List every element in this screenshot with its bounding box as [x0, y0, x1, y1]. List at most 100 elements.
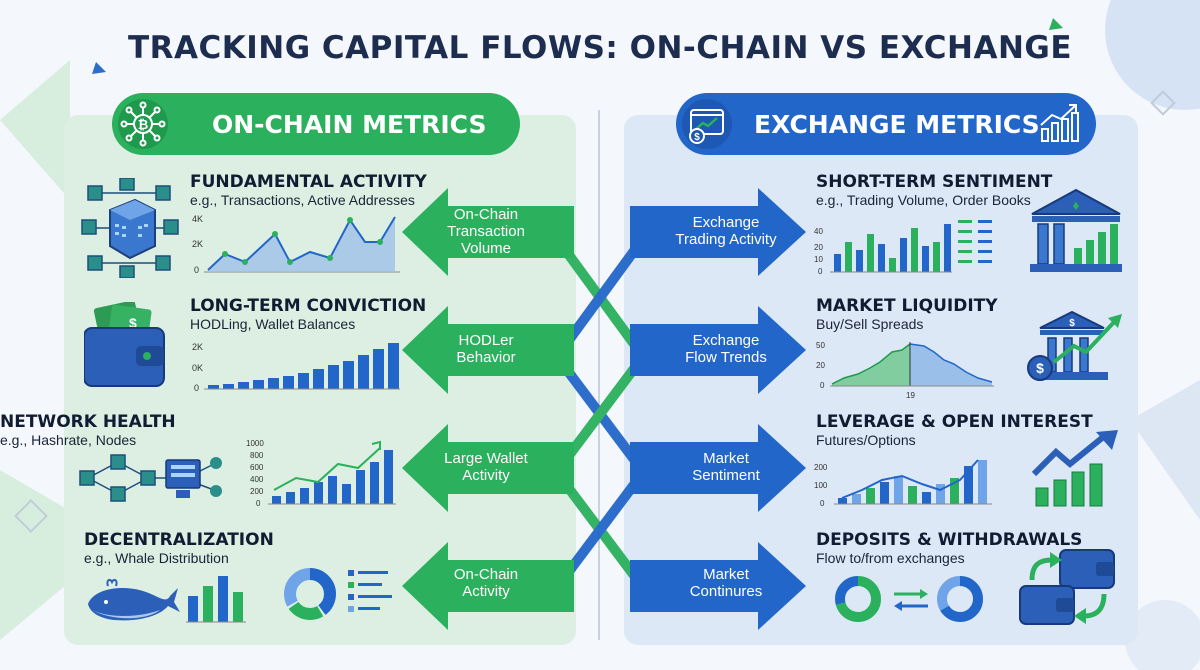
chart-bar: [933, 242, 940, 272]
wallet-cash-icon: $: [84, 302, 165, 387]
svg-text:$: $: [694, 132, 700, 143]
arrow-label-line: Market: [703, 450, 749, 467]
chart-bar: [964, 466, 973, 504]
axis-tick-1000: 1000: [246, 439, 264, 448]
chart-bar: [356, 470, 365, 504]
chart-bar: [286, 492, 295, 504]
arrow-label-transaction-volume: On-Chain Transaction Volume: [436, 206, 536, 257]
network-health-bar-chart: 1000 800 600 400 200 0: [246, 439, 396, 508]
chart-bar: [298, 373, 309, 389]
server-network-icon: [79, 454, 222, 502]
arrow-label-line: Large Wallet: [444, 450, 528, 467]
chart-bar: [889, 258, 896, 272]
chart-bar: [238, 382, 249, 389]
chart-bar: [908, 486, 917, 504]
chart-bar: [852, 494, 861, 504]
svg-text:$: $: [129, 315, 137, 331]
fundamental-activity-area-chart: 4K 2K 0: [192, 214, 400, 275]
exchange-screen-icon: $: [682, 99, 732, 149]
axis-tick-200: 200: [250, 487, 264, 496]
axis-tick-20: 20: [814, 243, 823, 252]
blockchain-icon: ₿: [118, 99, 168, 149]
main-title: TRACKING CAPITAL FLOWS: ON-CHAIN VS EXCH…: [127, 30, 1073, 66]
arrow-label-exchange-trading-activity: Exchange Trading Activity: [656, 214, 796, 248]
chart-bar: [253, 380, 264, 389]
axis-tick-800: 800: [250, 451, 264, 460]
arrow-label-line: On-Chain: [453, 206, 519, 223]
chart-bar: [838, 498, 847, 504]
axis-tick-0: 0: [820, 499, 825, 508]
metric-subtitle-deposits-withdrawals: Flow to/from exchanges: [816, 550, 965, 566]
axis-tick-10: 10: [814, 255, 823, 264]
axis-tick-200: 200: [814, 463, 828, 472]
wallet-exchange-icon: [1019, 549, 1115, 625]
arrow-label-line: Market: [703, 566, 749, 583]
arrow-large-wallet-activity: [402, 424, 574, 512]
arrow-label-line: Behavior: [456, 349, 516, 366]
arrow-hodler-behavior: [402, 306, 574, 394]
chart-bar: [328, 365, 339, 389]
metric-title-fundamental-activity: FUNDAMENTAL ACTIVITY: [190, 172, 427, 192]
metric-title-decentralization: DECENTRALIZATION: [84, 530, 274, 550]
axis-tick-0: 0: [818, 267, 823, 276]
metric-subtitle-decentralization: e.g., Whale Distribution: [84, 550, 229, 566]
chart-bar: [370, 462, 379, 504]
arrow-label-line: HODLer: [458, 332, 514, 349]
chart-bar: [203, 586, 213, 622]
chart-bar: [313, 369, 324, 389]
axis-tick-40: 40: [814, 227, 823, 236]
arrow-label-line: Activity: [462, 583, 510, 600]
axis-tick-400: 400: [250, 475, 264, 484]
axis-tick-0k: 0K: [192, 363, 203, 373]
metric-title-short-term-sentiment: SHORT-TERM SENTIMENT: [816, 172, 1053, 192]
chart-bar: [343, 361, 354, 389]
chart-bar: [268, 378, 279, 389]
arrow-label-market-continures: Market Continures: [656, 566, 796, 600]
chart-bar: [300, 488, 309, 504]
svg-text:₿: ₿: [138, 117, 149, 132]
growth-chart-icon: [1036, 101, 1082, 147]
arrow-label-line: Transaction: [447, 223, 525, 240]
exchange-arrows-icon: [894, 589, 928, 611]
arrow-on-chain-activity: [402, 542, 574, 630]
chart-bar: [922, 246, 929, 272]
metric-title-market-liquidity: MARKET LIQUIDITY: [816, 296, 998, 316]
chart-bar: [900, 238, 907, 272]
arrow-label-line: Continures: [689, 583, 763, 600]
axis-tick-600: 600: [250, 463, 264, 472]
chart-bar: [188, 596, 198, 622]
chart-bar: [936, 484, 945, 504]
arrow-label-market-sentiment: Market Sentiment: [656, 450, 796, 484]
chart-bar: [384, 450, 393, 504]
chart-bar: [314, 482, 323, 504]
flow-donut-charts: [835, 576, 983, 622]
metric-title-network-health: NETWORK HEALTH: [0, 412, 176, 432]
arrow-label-line: Trading Activity: [675, 231, 777, 248]
metric-subtitle-fundamental-activity: e.g., Transactions, Active Addresses: [190, 192, 415, 208]
chart-bar: [911, 228, 918, 272]
long-term-conviction-bar-chart: 2K 0K 0: [192, 342, 400, 393]
chart-bar: [834, 254, 841, 272]
axis-tick-2k: 2K: [192, 342, 203, 352]
bank-icon: ♦: [1030, 188, 1122, 272]
axis-tick-0: 0: [194, 383, 199, 393]
chart-bar: [922, 492, 931, 504]
chart-bar: [328, 476, 337, 504]
svg-text:$: $: [1036, 360, 1044, 376]
dollar-bank-icon: $ $: [1027, 310, 1122, 381]
arrow-on-chain-transaction-volume: [402, 188, 574, 276]
metric-subtitle-leverage-open-interest: Futures/Options: [816, 432, 916, 448]
metric-title-leverage-open-interest: LEVERAGE & OPEN INTEREST: [816, 412, 1093, 432]
chart-bar: [223, 384, 234, 389]
chart-bar: [894, 476, 903, 504]
axis-tick-100: 100: [814, 481, 828, 490]
metric-subtitle-long-term-conviction: HODLing, Wallet Balances: [190, 316, 356, 332]
chart-bar: [950, 478, 959, 504]
chart-bar: [358, 355, 369, 389]
arrow-label-line: On-Chain: [453, 566, 519, 583]
chart-bar: [978, 460, 987, 504]
on-chain-header-label: ON-CHAIN METRICS: [212, 109, 487, 139]
liquidity-depth-chart: 50 20 0 19: [816, 341, 994, 400]
chart-bar: [944, 224, 951, 272]
